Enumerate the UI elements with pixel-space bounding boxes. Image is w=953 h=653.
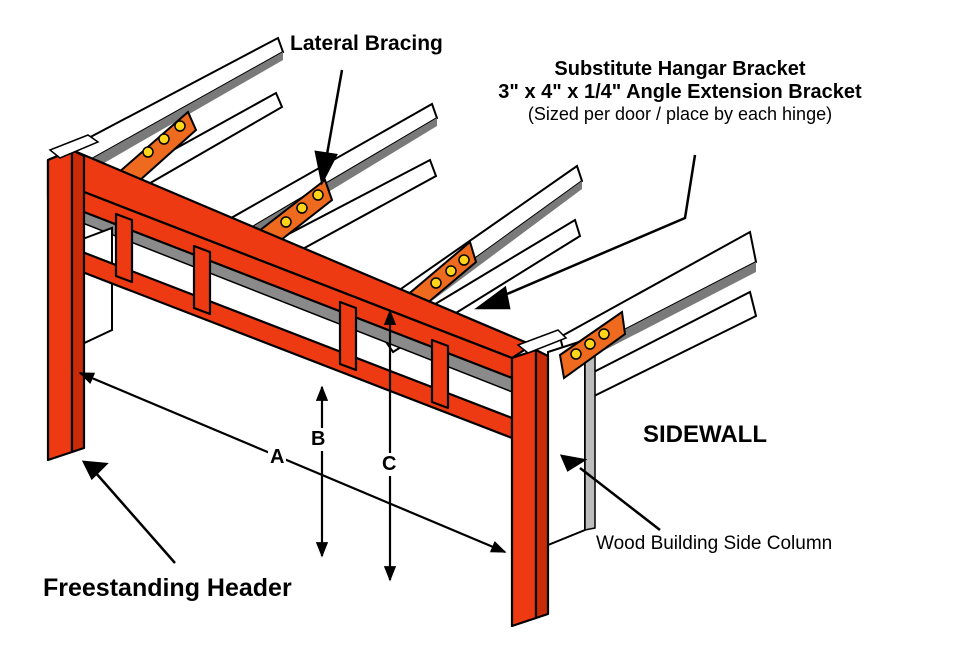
bracket-spec: 3" x 4" x 1/4" Angle Extension Bracket [498,81,862,103]
dimension-a-label: A [268,446,287,469]
bracket-callout-label: Substitute Hangar Bracket 3" x 4" x 1/4"… [470,58,890,125]
stud-4 [430,338,450,410]
freestanding-header-label: Freestanding Header [43,574,292,602]
dimension-lines [78,309,507,582]
stud-1 [114,212,134,284]
dimension-c-label: C [380,453,399,476]
lateral-bracing-label: Lateral Bracing [290,32,443,55]
bracket-arrowhead [474,285,511,310]
sidewall-label: SIDEWALL [643,421,767,448]
callout-leaders [81,69,697,564]
post-caps [48,134,568,354]
stud-2 [192,244,212,316]
header-arrowhead [81,460,109,481]
stud-3 [338,300,358,372]
right-post [510,348,538,628]
dim-a-line [78,371,507,554]
left-post [46,148,74,462]
column-arrowhead [559,454,588,472]
dimension-b-label: B [309,428,328,451]
bracket-title: Substitute Hangar Bracket [554,58,806,80]
side-column-label: Wood Building Side Column [596,533,833,554]
bracket-note: (Sized per door / place by each hinge) [527,104,833,124]
lateral-bracing-arrowhead [314,150,338,186]
